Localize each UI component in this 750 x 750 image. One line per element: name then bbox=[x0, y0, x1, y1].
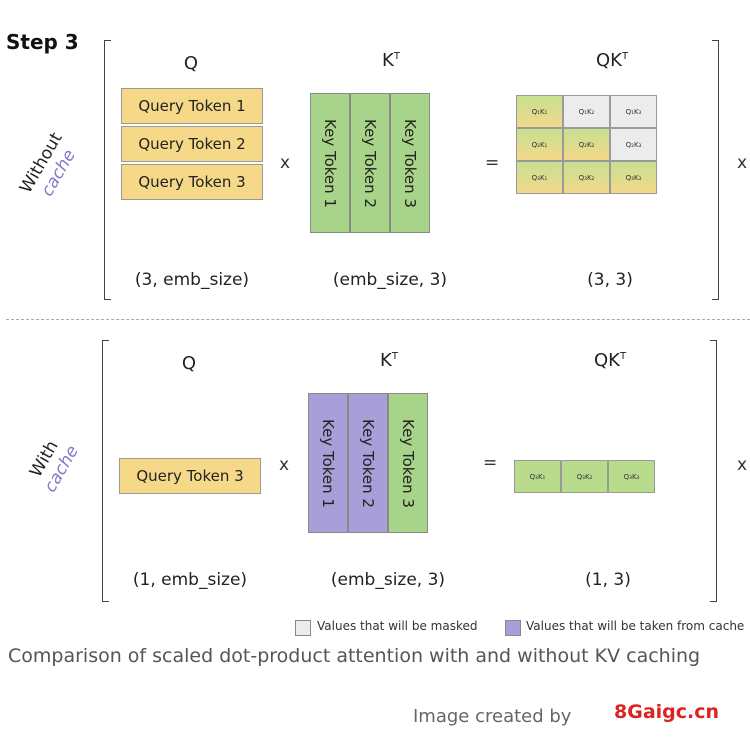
q-header-text: Q bbox=[183, 53, 199, 74]
qk-header-text: QK bbox=[595, 50, 622, 71]
qk-cell: Q₃K₃ bbox=[608, 460, 655, 493]
qk-cell: Q₃K₂ bbox=[561, 460, 608, 493]
key-matrix-without-cache: Key Token 1 Key Token 2 Key Token 3 bbox=[310, 93, 430, 233]
cached-key-token-column: Key Token 2 bbox=[348, 393, 388, 533]
k-header-text: K bbox=[382, 50, 394, 71]
qkt-header: QKT bbox=[552, 50, 672, 71]
multiply-sign: x bbox=[279, 455, 290, 475]
left-bracket-without-cache bbox=[104, 40, 111, 300]
qk-cell-masked: Q₂K₃ bbox=[610, 128, 657, 161]
qk-dimension: (1, 3) bbox=[585, 570, 631, 590]
query-matrix-with-cache: Query Token 3 bbox=[119, 458, 261, 496]
qk-cell: Q₃K₂ bbox=[563, 161, 610, 194]
key-token-label: Key Token 1 bbox=[319, 418, 337, 508]
key-token-column: Key Token 2 bbox=[350, 93, 390, 233]
query-token-row: Query Token 1 bbox=[121, 88, 263, 124]
qk-cell-masked: Q₁K₃ bbox=[610, 95, 657, 128]
q-dimension: (1, emb_size) bbox=[132, 570, 248, 590]
with-cache-label: With cache bbox=[18, 424, 88, 505]
query-token-row: Query Token 3 bbox=[119, 458, 261, 494]
query-matrix-without-cache: Query Token 1 Query Token 2 Query Token … bbox=[121, 88, 263, 201]
image-credit: Image created by bbox=[413, 706, 572, 727]
key-token-label: Key Token 3 bbox=[401, 118, 419, 208]
right-bracket-without-cache bbox=[712, 40, 719, 300]
multiply-sign: x bbox=[737, 455, 748, 475]
qkt-matrix-with-cache: Q₃K₁ Q₃K₂ Q₃K₃ bbox=[514, 460, 656, 494]
equals-sign: = bbox=[485, 153, 500, 173]
q-header: Q bbox=[131, 53, 251, 74]
transpose-sup: T bbox=[621, 51, 629, 62]
qk-cell: Q₃K₁ bbox=[516, 161, 563, 194]
figure-caption: Comparison of scaled dot-product attenti… bbox=[8, 645, 701, 667]
qkt-matrix-without-cache: Q₁K₁ Q₁K₂ Q₁K₃ Q₂K₁ Q₂K₂ Q₂K₃ Q₃K₁ Q₃K₂ … bbox=[516, 95, 658, 195]
without-cache-label: Without cache bbox=[13, 123, 88, 212]
q-header-text: Q bbox=[181, 353, 197, 374]
query-token-row: Query Token 3 bbox=[121, 164, 263, 200]
k-header-text: K bbox=[380, 350, 392, 371]
key-token-label: Key Token 1 bbox=[321, 118, 339, 208]
transpose-sup: T bbox=[393, 51, 400, 62]
section-divider bbox=[6, 319, 750, 320]
masked-legend-label: Values that will be masked bbox=[317, 619, 478, 633]
query-token-row: Query Token 2 bbox=[121, 126, 263, 162]
multiply-sign: x bbox=[280, 153, 291, 173]
qk-cell-masked: Q₁K₂ bbox=[563, 95, 610, 128]
qk-cell: Q₂K₂ bbox=[563, 128, 610, 161]
key-token-label: Key Token 3 bbox=[399, 418, 417, 508]
transpose-sup: T bbox=[619, 351, 627, 362]
qk-cell: Q₃K₁ bbox=[514, 460, 561, 493]
qk-header-text: QK bbox=[593, 350, 620, 371]
q-header: Q bbox=[129, 353, 249, 374]
key-token-label: Key Token 2 bbox=[359, 418, 377, 508]
cached-legend-swatch bbox=[505, 620, 521, 636]
qk-cell: Q₃K₃ bbox=[610, 161, 657, 194]
kt-header: KT bbox=[329, 350, 449, 371]
multiply-sign: x bbox=[737, 153, 748, 173]
key-token-column: Key Token 1 bbox=[310, 93, 350, 233]
cached-key-token-column: Key Token 1 bbox=[308, 393, 348, 533]
q-dimension: (3, emb_size) bbox=[134, 270, 250, 290]
key-token-column: Key Token 3 bbox=[388, 393, 428, 533]
step-title: Step 3 bbox=[6, 30, 79, 54]
transpose-sup: T bbox=[391, 351, 398, 362]
key-token-column: Key Token 3 bbox=[390, 93, 430, 233]
masked-legend-swatch bbox=[295, 620, 311, 636]
watermark: 8Gaigc.cn bbox=[614, 701, 720, 723]
k-dimension: (emb_size, 3) bbox=[332, 270, 448, 290]
right-bracket-with-cache bbox=[710, 340, 717, 602]
qk-cell: Q₁K₁ bbox=[516, 95, 563, 128]
qk-dimension: (3, 3) bbox=[587, 270, 633, 290]
key-token-label: Key Token 2 bbox=[361, 118, 379, 208]
equals-sign: = bbox=[483, 453, 498, 473]
qkt-header: QKT bbox=[550, 350, 670, 371]
left-bracket-with-cache bbox=[102, 340, 109, 602]
k-dimension: (emb_size, 3) bbox=[330, 570, 446, 590]
key-matrix-with-cache: Key Token 1 Key Token 2 Key Token 3 bbox=[308, 393, 428, 533]
cached-legend-label: Values that will be taken from cache bbox=[526, 619, 745, 633]
kt-header: KT bbox=[331, 50, 451, 71]
qk-cell: Q₂K₁ bbox=[516, 128, 563, 161]
